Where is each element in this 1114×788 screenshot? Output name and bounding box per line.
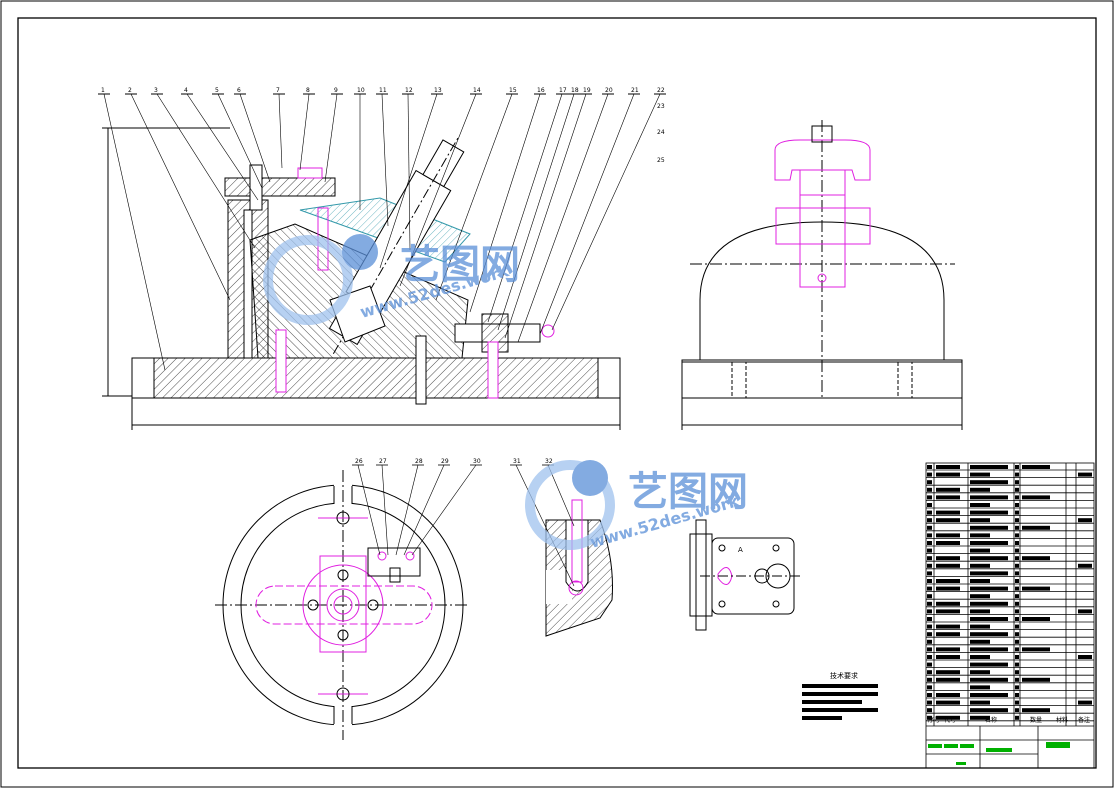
front-view: [98, 93, 666, 430]
balloon-label: 29: [441, 458, 449, 465]
balloon-label: 17: [559, 87, 567, 94]
balloon-label: 2: [128, 87, 132, 94]
balloon-label: 21: [631, 87, 639, 94]
plan-view: [215, 470, 470, 740]
detail-view: [689, 519, 800, 631]
watermark-name-lower: 艺图网: [628, 469, 748, 515]
balloon-label: 28: [415, 458, 423, 465]
side-view: [681, 120, 963, 430]
balloon-label: 31: [513, 458, 521, 465]
header-seq: 序号: [928, 716, 940, 724]
balloon-label: 32: [545, 458, 553, 465]
balloon-label: 3: [154, 87, 158, 94]
base-plate: [131, 357, 621, 399]
balloon-label: 4: [184, 87, 188, 94]
balloon-label: 23: [657, 103, 665, 110]
balloon-label: 27: [379, 458, 387, 465]
balloon-label: 16: [537, 87, 545, 94]
balloon-label: 14: [473, 87, 481, 94]
balloon-label: 13: [434, 87, 442, 94]
balloon-label: 19: [583, 87, 591, 94]
title-block: [926, 726, 1094, 768]
title-block-headers: 序号 代号 名称 数量 材料 备注: [928, 716, 1090, 724]
header-material: 材料: [1056, 716, 1068, 724]
tech-notes: 技术要求: [802, 671, 878, 720]
balloon-label: 9: [334, 87, 338, 94]
balloon-label: 10: [357, 87, 365, 94]
balloon-label: 8: [306, 87, 310, 94]
part-balloons-section: 31 32: [510, 458, 575, 587]
balloon-label: 20: [605, 87, 613, 94]
balloon-label: 24: [657, 129, 665, 136]
balloon-label: 25: [657, 157, 665, 164]
balloon-label: 30: [473, 458, 481, 465]
balloon-label: 5: [215, 87, 219, 94]
header-code: 代号: [944, 716, 956, 724]
parts-list: [925, 462, 1095, 769]
balloon-label: 15: [509, 87, 517, 94]
balloon-label: 7: [276, 87, 280, 94]
balloon-label: 12: [405, 87, 413, 94]
tech-notes-title: 技术要求: [830, 671, 858, 680]
section-label: A: [738, 546, 743, 554]
balloon-label: 1: [101, 87, 105, 94]
part-balloons-plan: 26 27 28 29 30: [352, 458, 482, 556]
balloon-label: 18: [571, 87, 579, 94]
balloon-label: 6: [237, 87, 241, 94]
watermark-name-upper: 艺图网: [400, 242, 520, 288]
parts-list-entries: [927, 465, 1092, 720]
inner-border: [17, 17, 1097, 769]
header-qty: 数量: [1030, 716, 1042, 724]
balloon-label: 22: [657, 87, 665, 94]
balloon-label: 26: [355, 458, 363, 465]
header-name: 名称: [985, 716, 997, 724]
balloon-label: 11: [379, 87, 387, 94]
header-note: 备注: [1078, 716, 1090, 724]
